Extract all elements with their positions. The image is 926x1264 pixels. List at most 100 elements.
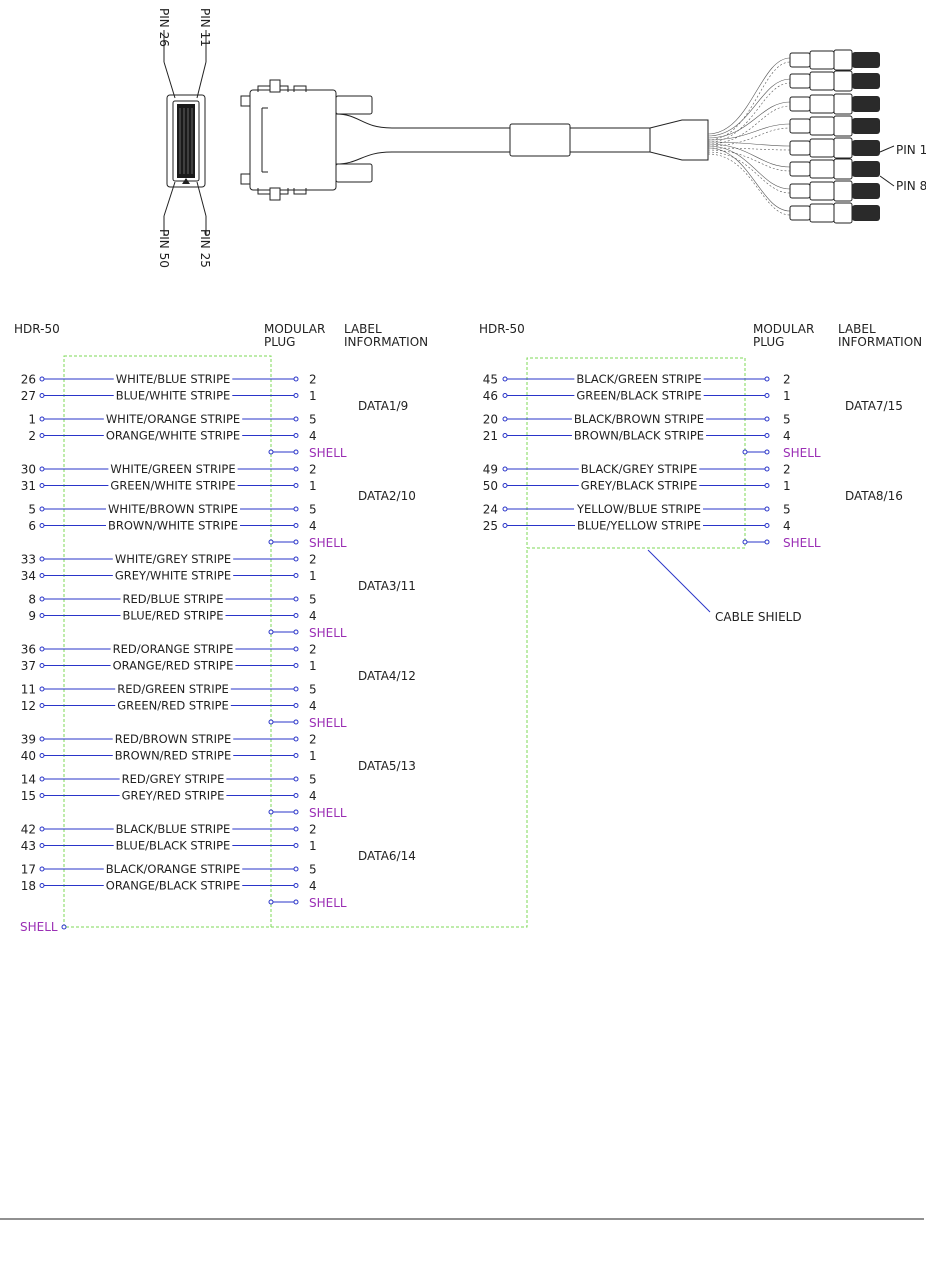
modular-plug-pin: 2 bbox=[309, 463, 317, 477]
pin-terminal bbox=[39, 596, 45, 602]
modular-plug bbox=[833, 158, 853, 180]
wire-color-label: BROWN/RED STRIPE bbox=[115, 749, 231, 763]
plug-terminal bbox=[764, 376, 770, 382]
modular-plug-pin: 2 bbox=[309, 643, 317, 657]
wire-color-label: GREY/RED STRIPE bbox=[122, 789, 225, 803]
modular-plug-pin: 4 bbox=[309, 609, 317, 623]
modular-plug-jack bbox=[852, 52, 880, 68]
plug-terminal bbox=[764, 433, 770, 438]
plug-terminal bbox=[293, 416, 299, 422]
pin-terminal bbox=[39, 776, 45, 782]
modular-plug-pin: 1 bbox=[309, 389, 317, 403]
shell-terminal bbox=[293, 449, 299, 455]
wire-color-label: GREEN/RED STRIPE bbox=[117, 699, 229, 713]
plug-body bbox=[809, 181, 835, 201]
modular-plug-pin: 1 bbox=[309, 479, 317, 493]
plug-terminal bbox=[764, 466, 770, 472]
hdr-pin-number: 15 bbox=[21, 789, 36, 803]
modular-plug-pin: 2 bbox=[309, 823, 317, 837]
wire-color-label: YELLOW/BLUE STRIPE bbox=[576, 502, 701, 516]
hdr-pin-number: 5 bbox=[28, 503, 36, 517]
hdr-pin-number: 50 bbox=[483, 479, 498, 493]
pin-terminal bbox=[39, 523, 45, 528]
pin-terminal bbox=[39, 646, 45, 652]
hdr-pin-number: 9 bbox=[28, 609, 36, 623]
pin26-label: PIN 26 bbox=[157, 8, 171, 47]
plug-boot bbox=[789, 140, 811, 156]
wire-color-label: RED/GREY STRIPE bbox=[122, 772, 225, 786]
hdr-pin-number: 11 bbox=[21, 683, 36, 697]
hdr-pin-number: 36 bbox=[21, 643, 36, 657]
wire-color-label: GREEN/WHITE STRIPE bbox=[110, 479, 235, 493]
pin-terminal bbox=[502, 523, 508, 528]
modular-plug-jack bbox=[852, 73, 880, 89]
shell-label: SHELL bbox=[309, 536, 347, 550]
shell-terminal bbox=[293, 719, 299, 725]
wire-color-label: ORANGE/RED STRIPE bbox=[113, 659, 234, 673]
pin-terminal bbox=[39, 866, 45, 872]
wire-color-label: WHITE/ORANGE STRIPE bbox=[106, 412, 240, 426]
pin-terminal bbox=[39, 433, 45, 438]
plug-terminal bbox=[293, 776, 299, 782]
plug-terminal bbox=[293, 376, 299, 382]
plug-terminal bbox=[293, 573, 299, 578]
shell-label: SHELL bbox=[309, 626, 347, 640]
wire-color-label: RED/BROWN STRIPE bbox=[115, 732, 231, 746]
modular-plug bbox=[833, 180, 853, 202]
wire-color-label: BROWN/WHITE STRIPE bbox=[108, 519, 238, 533]
pin-terminal bbox=[39, 483, 45, 488]
modular-plug-pin: 4 bbox=[309, 429, 317, 443]
pin-terminal bbox=[39, 793, 45, 798]
shell-label: SHELL bbox=[309, 806, 347, 820]
bottom-shell-label: SHELL bbox=[20, 920, 58, 934]
shell-terminal bbox=[293, 539, 299, 545]
hdr-pin-number: 27 bbox=[21, 389, 36, 403]
shell-terminal bbox=[764, 539, 770, 545]
modular-plug-pin: 2 bbox=[783, 373, 791, 387]
modular-plug-pin: 4 bbox=[783, 519, 791, 533]
data-label: DATA1/9 bbox=[358, 399, 408, 413]
shell-label: SHELL bbox=[783, 446, 821, 460]
plug-body bbox=[809, 50, 835, 70]
shell-terminal bbox=[293, 629, 299, 635]
shell-terminal bbox=[742, 449, 748, 455]
modular-plug-pin: 2 bbox=[309, 733, 317, 747]
cable-side-view bbox=[240, 79, 709, 201]
wire-color-label: BROWN/BLACK STRIPE bbox=[574, 429, 704, 443]
shell-label: SHELL bbox=[309, 446, 347, 460]
plug-body bbox=[809, 94, 835, 114]
shell-terminal bbox=[268, 899, 274, 905]
hdr-pin-number: 26 bbox=[21, 373, 36, 387]
plug-boot bbox=[789, 118, 811, 134]
pin-terminal bbox=[39, 376, 45, 382]
pin-terminal bbox=[39, 826, 45, 832]
right-hdr50-header: HDR-50 bbox=[479, 322, 525, 336]
wire-color-label: RED/BLUE STRIPE bbox=[123, 592, 224, 606]
pin-terminal bbox=[39, 556, 45, 562]
wire-color-label: GREY/BLACK STRIPE bbox=[581, 479, 697, 493]
modular-plug-pin: 4 bbox=[783, 429, 791, 443]
plug-terminal bbox=[293, 646, 299, 652]
shell-label: SHELL bbox=[783, 536, 821, 550]
modular-plug-pin: 5 bbox=[783, 503, 791, 517]
hdr-pin-number: 40 bbox=[21, 749, 36, 763]
plug-boot bbox=[789, 73, 811, 89]
plug-terminal bbox=[293, 556, 299, 562]
hdr-pin-number: 24 bbox=[483, 503, 498, 517]
left-modular-plug-header-2: PLUG bbox=[264, 335, 295, 349]
right-modular-plug-header: MODULAR bbox=[753, 322, 814, 336]
hdr-pin-number: 14 bbox=[21, 773, 36, 787]
left-label-header: LABEL bbox=[344, 322, 382, 336]
plug-terminal bbox=[293, 703, 299, 708]
pin-terminal bbox=[39, 843, 45, 848]
pin-terminal bbox=[39, 466, 45, 472]
modular-plug-jack bbox=[852, 205, 880, 221]
wire-color-label: BLUE/WHITE STRIPE bbox=[116, 389, 231, 403]
modular-plug-jack bbox=[852, 183, 880, 199]
plug-terminal bbox=[293, 523, 299, 528]
pin-terminal bbox=[502, 506, 508, 512]
plug-terminal bbox=[293, 613, 299, 618]
plug-terminal bbox=[293, 663, 299, 668]
